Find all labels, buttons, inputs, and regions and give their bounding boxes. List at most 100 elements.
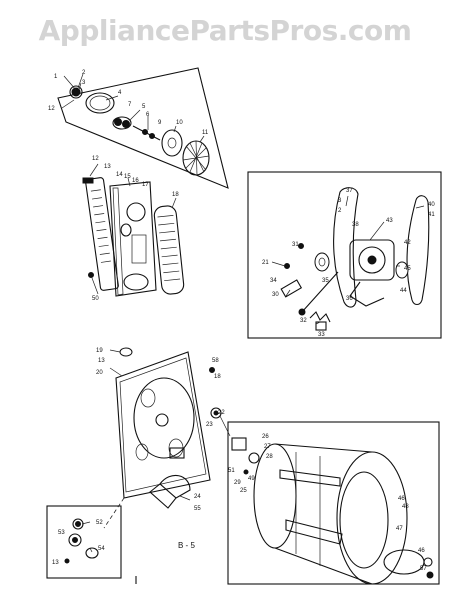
part-label-7: 7 bbox=[128, 102, 132, 108]
part-label-3b: 3 bbox=[338, 198, 342, 204]
part-label-55: 55 bbox=[194, 506, 201, 512]
part-label-40: 40 bbox=[428, 202, 435, 208]
part-label-43: 43 bbox=[386, 218, 393, 224]
switch bbox=[315, 321, 327, 331]
part-label-16: 16 bbox=[132, 178, 139, 184]
lint-filter bbox=[153, 205, 185, 295]
drum-top-edge bbox=[274, 443, 373, 453]
part-label-14: 14 bbox=[116, 172, 123, 178]
part-label-44: 44 bbox=[400, 288, 407, 294]
part-label-12b: 12 bbox=[92, 156, 99, 162]
lint-filter-mesh bbox=[157, 215, 181, 282]
part-label-24: 24 bbox=[194, 494, 201, 500]
blower-assembly-frame bbox=[57, 67, 229, 189]
part-label-25: 25 bbox=[240, 488, 247, 494]
part-label-2b: 2 bbox=[338, 208, 342, 214]
bulkhead-inner-edge bbox=[119, 357, 207, 493]
part-label-1: 1 bbox=[54, 74, 58, 80]
screw bbox=[75, 521, 81, 527]
drum-bottom-edge bbox=[274, 547, 373, 585]
part-label-32: 32 bbox=[300, 318, 307, 324]
part-label-22: 22 bbox=[218, 410, 225, 416]
part-label-41: 41 bbox=[428, 212, 435, 218]
part-label-12: 12 bbox=[48, 106, 55, 112]
drum-baffle bbox=[285, 519, 343, 545]
duct-seal-holes bbox=[90, 189, 111, 263]
drum-rear-rim bbox=[253, 443, 297, 549]
part-label-45: 45 bbox=[404, 266, 411, 272]
part-label-13b: 13 bbox=[98, 358, 105, 364]
leader-line bbox=[103, 497, 125, 529]
part-label-11: 11 bbox=[202, 130, 209, 136]
drive-system bbox=[247, 171, 442, 339]
drum-box bbox=[227, 421, 440, 585]
part-label-47: 47 bbox=[396, 526, 403, 532]
washer bbox=[69, 85, 83, 99]
bearing-pin bbox=[213, 410, 219, 416]
drum-assembly bbox=[227, 421, 440, 585]
exhaust-duct-cone bbox=[159, 474, 191, 499]
page-code: B - 5 bbox=[178, 541, 195, 550]
screw bbox=[426, 571, 434, 579]
part-label-27: 27 bbox=[264, 444, 271, 450]
drum-front-rim bbox=[336, 451, 408, 585]
idler-bracket bbox=[280, 279, 303, 298]
bearing-housing bbox=[112, 116, 132, 130]
part-label-4: 4 bbox=[118, 90, 122, 96]
motor-belt bbox=[406, 195, 430, 306]
blower-housing bbox=[109, 181, 157, 297]
drive-motor bbox=[349, 239, 395, 281]
part-label-17: 17 bbox=[142, 182, 149, 188]
part-label-23: 23 bbox=[206, 422, 213, 428]
screw bbox=[284, 263, 290, 269]
motor-mount-bracket bbox=[349, 281, 385, 307]
part-label-35: 35 bbox=[322, 278, 329, 284]
part-label-29: 29 bbox=[234, 480, 241, 486]
drive-pulley-hub bbox=[318, 257, 326, 267]
drum-glide bbox=[423, 557, 433, 567]
part-label-54: 54 bbox=[98, 546, 105, 552]
idler-pivot bbox=[298, 308, 306, 316]
blower-wheel-vanes bbox=[182, 140, 210, 176]
part-label-31: 31 bbox=[292, 242, 299, 248]
part-label-18: 18 bbox=[172, 192, 179, 198]
drive-pulley bbox=[314, 252, 330, 272]
rear-bulkhead bbox=[103, 347, 222, 529]
idler-spring bbox=[309, 311, 331, 323]
part-label-42: 42 bbox=[404, 240, 411, 246]
part-label-37: 37 bbox=[346, 188, 353, 194]
clip bbox=[82, 177, 94, 184]
bulkhead-port bbox=[135, 443, 149, 461]
bearing bbox=[114, 118, 122, 126]
collar bbox=[142, 129, 148, 135]
screw bbox=[71, 87, 81, 97]
part-label-13c: 13 bbox=[52, 560, 59, 566]
part-label-20: 20 bbox=[96, 370, 103, 376]
bearing-washer bbox=[210, 407, 222, 419]
part-label-13: 13 bbox=[104, 164, 111, 170]
part-label-18b: 18 bbox=[214, 374, 221, 380]
part-label-34: 34 bbox=[270, 278, 277, 284]
motor-shaft bbox=[367, 255, 377, 265]
bulkhead-felt bbox=[119, 347, 133, 357]
part-label-28: 28 bbox=[266, 454, 273, 460]
screw bbox=[298, 243, 304, 249]
part-label-9: 9 bbox=[158, 120, 162, 126]
part-label-46: 46 bbox=[398, 496, 405, 502]
duct-assembly bbox=[82, 177, 185, 297]
bearing-cup bbox=[68, 533, 82, 547]
drive-system-box bbox=[247, 171, 442, 339]
part-label-36: 36 bbox=[346, 296, 353, 302]
screw bbox=[88, 272, 94, 278]
drum-roller-bracket bbox=[231, 437, 247, 451]
hardware-inset bbox=[46, 505, 122, 579]
part-label-21: 21 bbox=[262, 260, 269, 266]
bearing bbox=[122, 120, 130, 128]
part-label-52: 52 bbox=[96, 520, 103, 526]
watermark: AppliancePartsPros.com bbox=[38, 14, 412, 47]
bearing-pad bbox=[85, 547, 99, 559]
idler-arm bbox=[301, 271, 339, 313]
bearing bbox=[72, 537, 78, 543]
